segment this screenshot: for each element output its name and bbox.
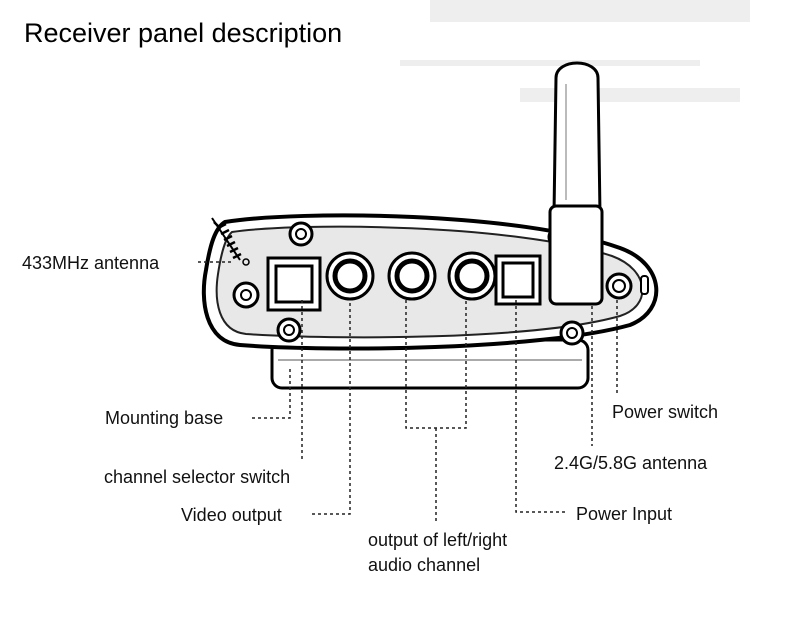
power-switch-knob [605, 272, 649, 300]
label-power-switch: Power switch [612, 402, 719, 422]
label-audio-output-line2: audio channel [368, 555, 481, 575]
label-video-output: Video output [181, 505, 282, 525]
video-output-jack [325, 251, 375, 301]
label-audio-output-line1: output of left/right [368, 530, 508, 550]
label-mounting-base: Mounting base [105, 408, 224, 428]
label-power-input: Power Input [576, 504, 673, 524]
2.4g-5.8g-antenna [548, 61, 604, 306]
leader-mounting-base [252, 368, 291, 419]
leader-lines [198, 261, 618, 524]
label-2.4g-5.8g-antenna: 2.4G/5.8G antenna [554, 453, 708, 473]
power-input-port [494, 254, 542, 306]
leader-power-input [515, 300, 566, 513]
page-title: Receiver panel description [24, 18, 343, 48]
leader-video-output [312, 300, 351, 515]
channel-selector-switch [266, 256, 322, 312]
label-channel-selector-switch: channel selector switch [104, 467, 291, 487]
433mhz-antenna [211, 217, 250, 266]
label-433mhz-antenna: 433MHz antenna [22, 253, 160, 273]
